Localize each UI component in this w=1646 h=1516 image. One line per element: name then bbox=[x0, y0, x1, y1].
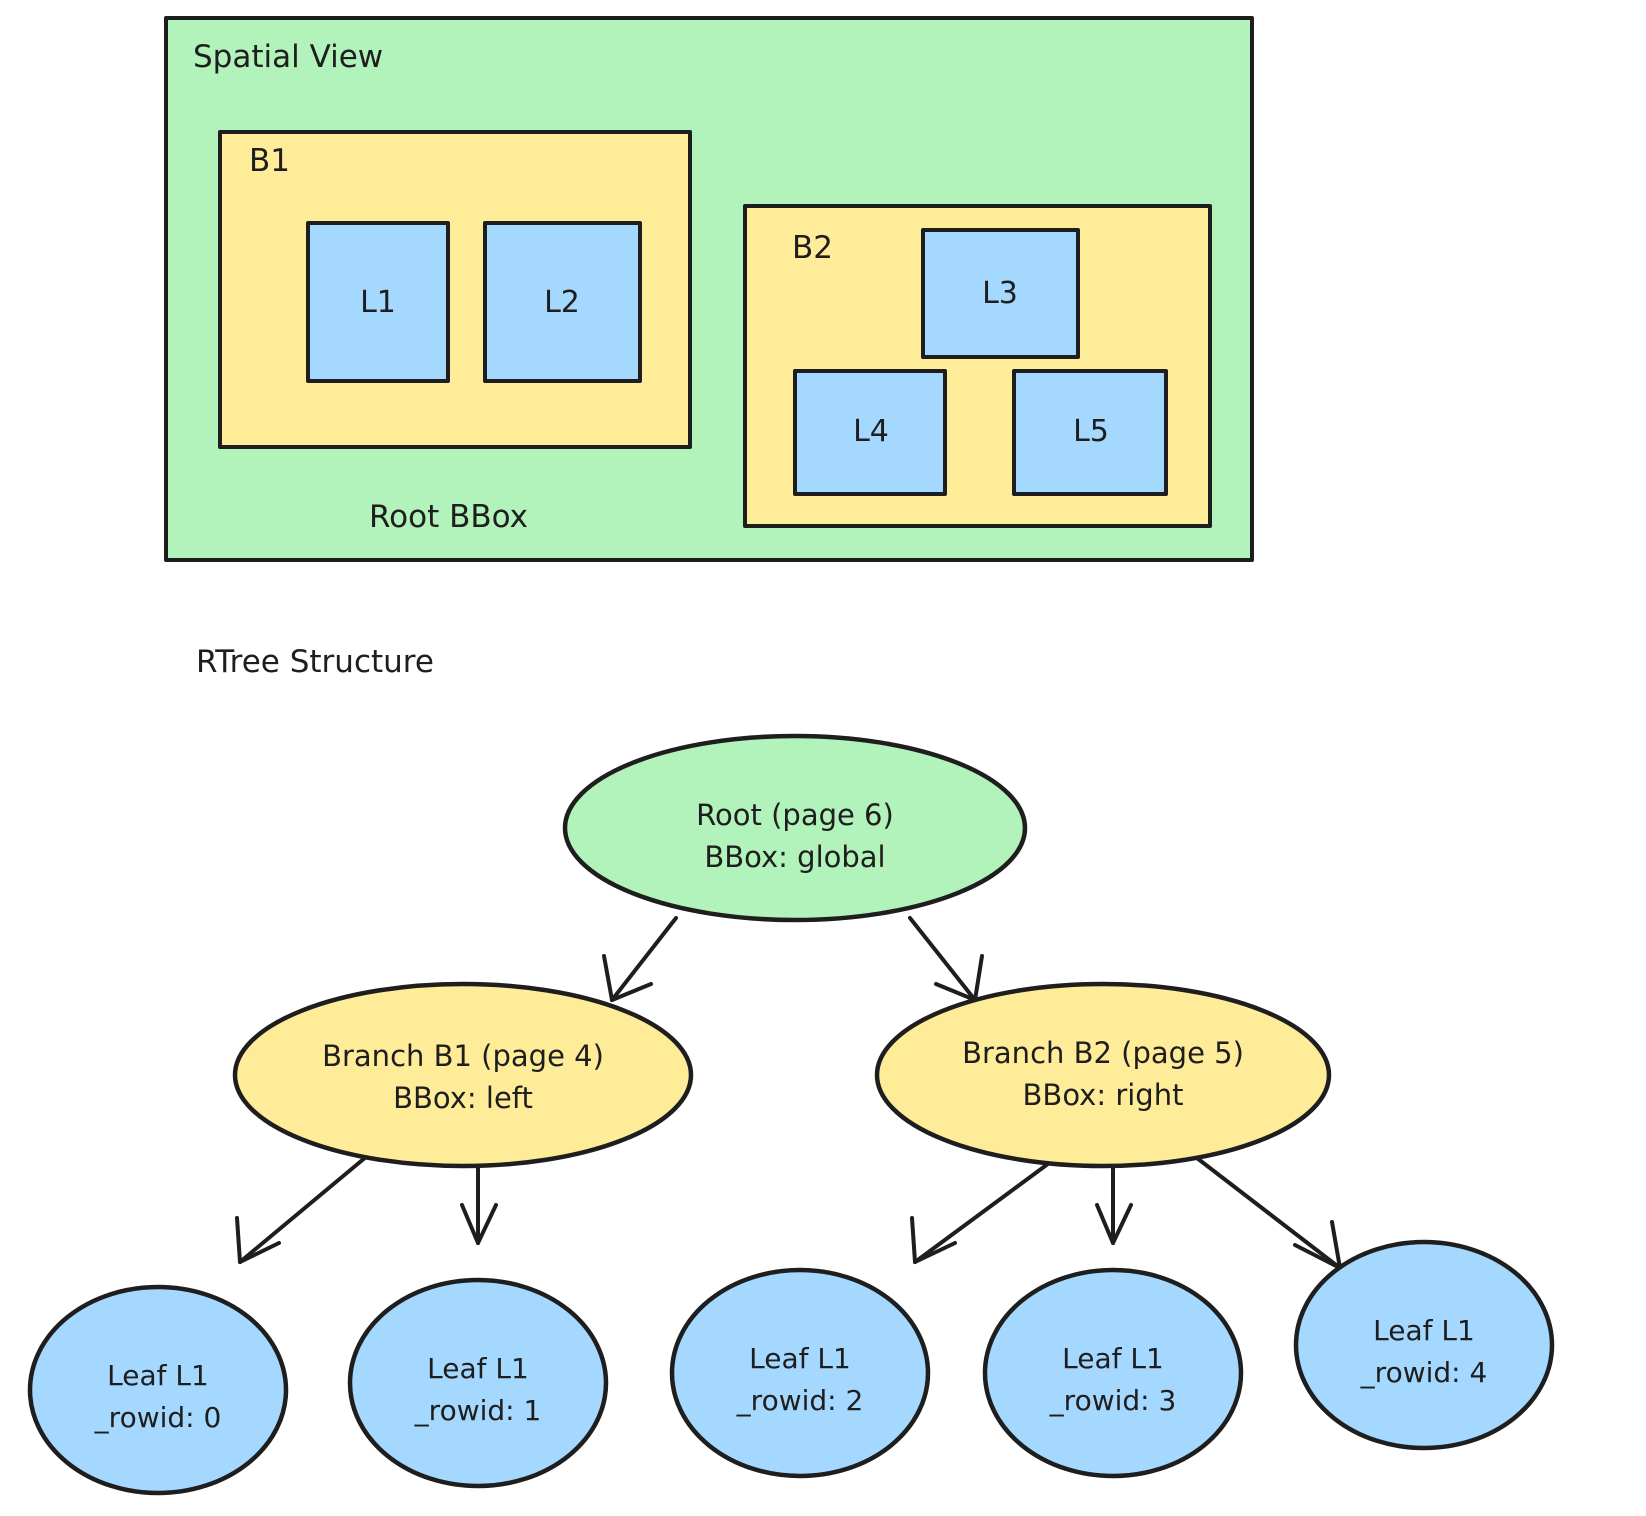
rtree-leaf-0-line1: Leaf L1 bbox=[107, 1359, 209, 1392]
leaf-l5-rect bbox=[1012, 369, 1168, 496]
rtree-root-line2: BBox: global bbox=[704, 840, 885, 874]
rtree-branch-b2-node[interactable]: Branch B2 (page 5) BBox: right bbox=[874, 981, 1332, 1169]
rtree-leaf-4-line2: _rowid: 4 bbox=[1360, 1356, 1488, 1389]
rtree-leaf-node-0[interactable]: Leaf L1 _rowid: 0 bbox=[27, 1284, 289, 1496]
edge-b2-to-leaf4 bbox=[1191, 1153, 1342, 1270]
edge-root-to-b2 bbox=[908, 916, 984, 1002]
rtree-root-line1: Root (page 6) bbox=[696, 798, 894, 832]
rtree-leaf-node-4[interactable]: Leaf L1 _rowid: 4 bbox=[1293, 1239, 1555, 1451]
edge-root-to-b1 bbox=[602, 916, 678, 1002]
rtree-leaf-node-2[interactable]: Leaf L1 _rowid: 2 bbox=[669, 1267, 931, 1479]
rtree-leaf-1-line2: _rowid: 1 bbox=[414, 1394, 542, 1427]
rtree-leaf-2-line1: Leaf L1 bbox=[749, 1342, 851, 1375]
edge-b2-to-leaf3 bbox=[1095, 1153, 1133, 1245]
edge-b1-to-leaf1 bbox=[460, 1153, 498, 1245]
leaf-l3-label: L3 bbox=[982, 276, 1018, 311]
rtree-branch-b2-line1: Branch B2 (page 5) bbox=[962, 1036, 1244, 1070]
rtree-leaf-2-line2: _rowid: 2 bbox=[736, 1384, 864, 1417]
rtree-branch-b2-line2: BBox: right bbox=[1023, 1078, 1184, 1112]
rtree-leaf-3-line1: Leaf L1 bbox=[1062, 1342, 1164, 1375]
rtree-branch-b1-node[interactable]: Branch B1 (page 4) BBox: left bbox=[232, 981, 694, 1169]
spatial-view-title: Spatial View bbox=[193, 39, 383, 75]
rtree-structure-title: RTree Structure bbox=[196, 644, 434, 680]
leaf-l3-rect bbox=[921, 228, 1080, 359]
rtree-leaf-1-line1: Leaf L1 bbox=[427, 1352, 529, 1385]
rtree-leaf-0-line2: _rowid: 0 bbox=[94, 1401, 222, 1434]
rtree-leaf-node-3[interactable]: Leaf L1 _rowid: 3 bbox=[982, 1267, 1244, 1479]
rtree-branch-b1-line1: Branch B1 (page 4) bbox=[322, 1039, 604, 1073]
leaf-l1-label: L1 bbox=[360, 285, 396, 320]
rtree-leaf-3-line2: _rowid: 3 bbox=[1049, 1384, 1177, 1417]
root-bbox-label: Root BBox bbox=[369, 499, 528, 535]
leaf-l1-rect bbox=[306, 221, 450, 383]
leaf-l2-rect bbox=[483, 221, 642, 383]
leaf-l5-label: L5 bbox=[1073, 414, 1109, 449]
branch-b1-label: B1 bbox=[249, 143, 290, 179]
leaf-l4-label: L4 bbox=[853, 414, 889, 449]
rtree-leaf-4-line1: Leaf L1 bbox=[1373, 1314, 1475, 1347]
rtree-root-node[interactable]: Root (page 6) BBox: global bbox=[562, 733, 1028, 923]
rtree-branch-b1-line2: BBox: left bbox=[393, 1081, 533, 1115]
edge-b1-to-leaf0 bbox=[235, 1150, 374, 1264]
rtree-leaf-node-1[interactable]: Leaf L1 _rowid: 1 bbox=[347, 1277, 609, 1489]
edge-b2-to-leaf2 bbox=[910, 1153, 1062, 1264]
branch-b2-label: B2 bbox=[792, 230, 833, 266]
leaf-l2-label: L2 bbox=[544, 285, 580, 320]
leaf-l4-rect bbox=[793, 369, 947, 496]
